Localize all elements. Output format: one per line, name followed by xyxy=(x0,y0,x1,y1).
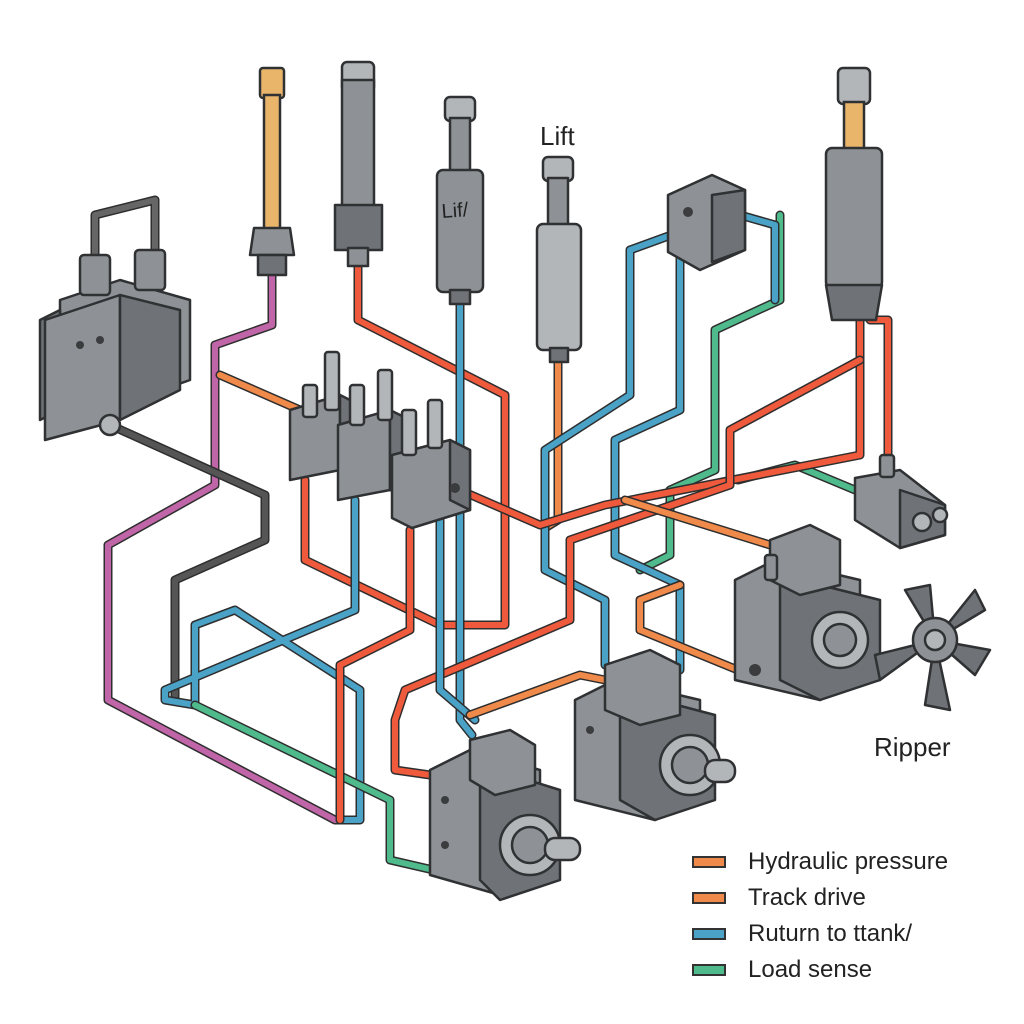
legend-swatch xyxy=(692,928,726,940)
pipe-orange-pump xyxy=(217,372,303,413)
left-pump xyxy=(38,195,192,442)
legend-label: Track drive xyxy=(748,884,866,911)
pipe-green-left xyxy=(192,702,458,878)
legend-item: Ruturn to ttank/ xyxy=(692,916,1012,952)
cylinder-3 xyxy=(435,95,485,306)
pipe-blue-top-right xyxy=(737,212,778,303)
pipe-dark xyxy=(107,422,268,703)
legend-item: Hydraulic pressure xyxy=(692,844,1012,880)
pipe-red-cyl2 xyxy=(302,259,508,628)
fan-icon xyxy=(873,583,992,712)
legend-swatch xyxy=(692,964,726,976)
pipe-red-right xyxy=(452,317,863,528)
pipe-blue-top xyxy=(542,227,688,668)
pipe-blue-left xyxy=(162,497,363,823)
pipe-orange-right-low xyxy=(637,582,753,678)
cylinder-1 xyxy=(248,66,296,277)
legend-label: Load sense xyxy=(748,956,873,983)
pipe-green-right xyxy=(637,212,783,573)
pump-right xyxy=(733,523,882,702)
pipe-red-long xyxy=(392,357,863,778)
pipe-blue-cyl3 xyxy=(457,297,475,738)
legend: Hydraulic pressure Track drive Ruturn to… xyxy=(692,844,1012,988)
label-lift-cylinder: Lif/ xyxy=(441,199,470,223)
label-ripper: Ripper xyxy=(874,732,951,762)
legend-swatch xyxy=(692,892,726,904)
legend-label: Ruturn to ttank/ xyxy=(748,920,913,947)
pipe-blue-valve-low xyxy=(437,517,478,723)
pipe-blue-mid xyxy=(612,242,683,673)
cylinder-4 xyxy=(535,155,583,364)
legend-label: Hydraulic pressure xyxy=(748,848,949,875)
label-lift-top: Lift xyxy=(540,121,575,151)
junction-block xyxy=(666,173,747,272)
pump-bottom-mid xyxy=(573,648,737,822)
pipe-magenta xyxy=(105,272,353,823)
legend-item: Load sense xyxy=(692,952,1012,988)
pipe-orange-mid xyxy=(467,672,608,718)
pipe-network xyxy=(103,210,893,880)
pipe-orange-right-top xyxy=(622,497,773,548)
legend-swatch xyxy=(692,856,726,868)
legend-item: Track drive xyxy=(692,880,1012,916)
valve-bank xyxy=(288,350,472,530)
cylinder-2 xyxy=(333,60,384,268)
pipe-red-ripper xyxy=(867,317,891,458)
pipe-red-valve-low xyxy=(337,527,413,823)
cylinder-5 xyxy=(824,66,884,322)
ripper-valve xyxy=(853,453,949,550)
pump-bottom-left xyxy=(428,728,582,902)
